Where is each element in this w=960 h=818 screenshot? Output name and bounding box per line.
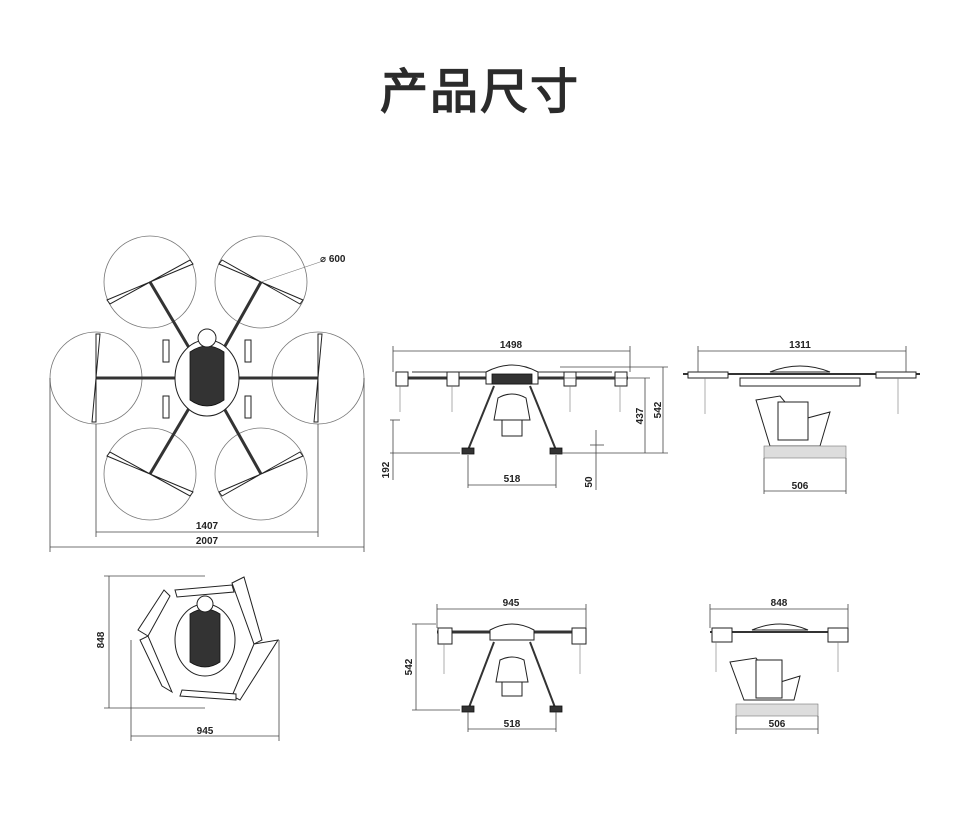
front-height-437: 437 xyxy=(635,407,646,424)
front-view-folded: 945 542 518 xyxy=(404,598,587,732)
span-2007: 2007 xyxy=(196,536,219,547)
gear-518: 518 xyxy=(504,474,521,485)
folded-arms xyxy=(137,576,280,701)
side-view-folded: 848 506 xyxy=(709,598,849,734)
foot-50: 50 xyxy=(584,476,595,488)
side-width-1311: 1311 xyxy=(789,340,811,351)
side-base-506: 506 xyxy=(792,481,809,492)
ground-192: 192 xyxy=(381,461,392,478)
rotor-circle xyxy=(214,235,308,329)
folded-side-base-506: 506 xyxy=(769,719,786,730)
folded-side-width-848: 848 xyxy=(771,598,788,609)
propellers xyxy=(91,259,323,497)
span-1407: 1407 xyxy=(196,521,219,532)
top-view-folded: 848 945 xyxy=(96,575,280,741)
folded-front-width-945: 945 xyxy=(503,598,520,609)
front-view-unfolded: 1498 542 437 192 518 50 xyxy=(381,340,668,490)
rotor-circle xyxy=(214,427,308,521)
battery-cover xyxy=(189,345,225,407)
folded-front-height-542: 542 xyxy=(404,658,415,675)
rotor-diameter-label: ⌀ 600 xyxy=(320,254,346,265)
top-view-unfolded: ⌀ 600 1407 2007 xyxy=(49,235,365,552)
tank-cap xyxy=(197,328,217,348)
tank-front xyxy=(493,393,531,421)
folded-gear-518: 518 xyxy=(504,719,521,730)
side-view-unfolded: 1311 506 xyxy=(683,340,920,494)
front-width-1498: 1498 xyxy=(500,340,523,351)
skid-side xyxy=(763,445,847,459)
page-title: 产品尺寸 xyxy=(379,64,580,120)
front-height-542: 542 xyxy=(653,401,664,418)
folded-height-848: 848 xyxy=(96,631,107,648)
folded-width-945: 945 xyxy=(197,726,214,737)
rotor-circle xyxy=(103,427,197,521)
rotor-circle xyxy=(103,235,197,329)
